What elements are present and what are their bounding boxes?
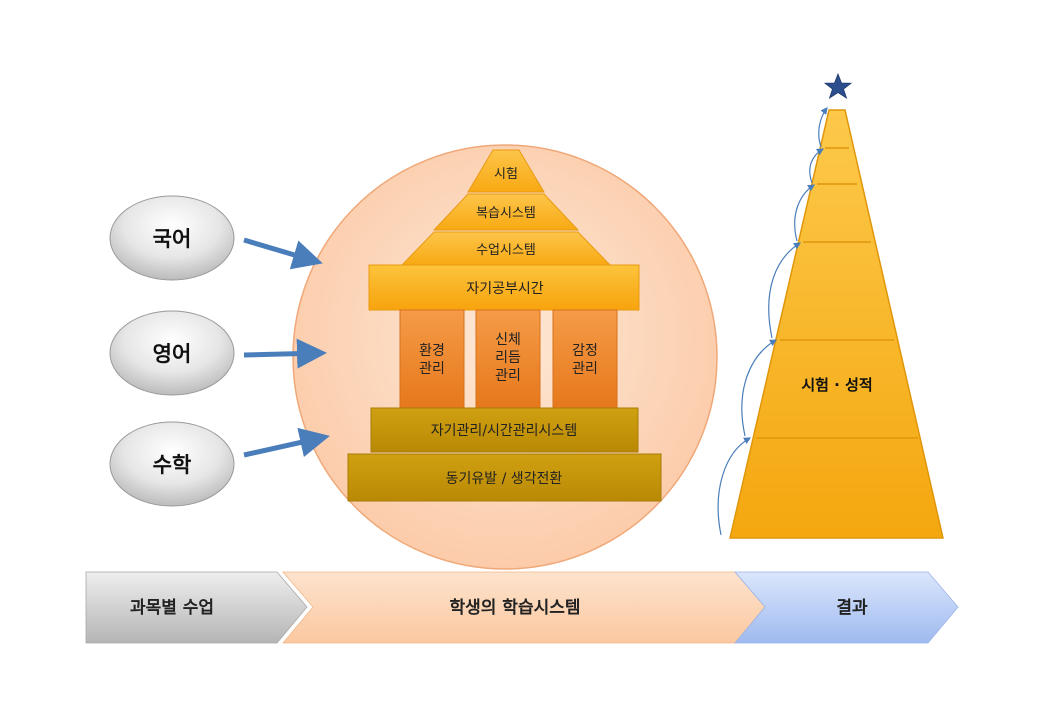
- pillar-label: 관리: [572, 361, 598, 377]
- star-icon: [823, 72, 853, 99]
- roof-label: 복습시스템: [476, 206, 536, 221]
- pillar-body-rhythm: [475, 309, 541, 409]
- flow-label: 학생의 학습시스템: [449, 598, 580, 618]
- result-label: 시험 · 성적: [801, 376, 872, 394]
- flow-step-result: [734, 571, 959, 644]
- subject-korean: 국어: [109, 195, 235, 281]
- flow-label: 과목별 수업: [130, 598, 214, 618]
- roof-tier-review: [432, 193, 580, 231]
- subject-arrow: [243, 237, 323, 270]
- base-label: 동기유발 / 생각전환: [446, 471, 563, 487]
- growth-arrow: [741, 339, 778, 437]
- growth-arrow: [794, 184, 816, 242]
- subject-arrow: [243, 427, 330, 458]
- subject-oval: [109, 421, 235, 507]
- pillar-label: 관리: [495, 368, 521, 384]
- subject-math: 수학: [109, 421, 235, 507]
- roof-label: 수업시스템: [476, 243, 536, 258]
- result-pyramid: [729, 109, 944, 539]
- pillar-label: 신체: [495, 332, 521, 348]
- growth-arrow: [809, 148, 825, 184]
- beam-label: 자기공부시간: [466, 281, 543, 297]
- growth-arrows: [717, 107, 828, 536]
- flow-label: 결과: [836, 598, 868, 618]
- pillar-label: 관리: [419, 361, 445, 377]
- subject-arrow: [243, 338, 327, 369]
- base-motivation: [347, 453, 662, 502]
- roof-label: 시험: [494, 167, 518, 182]
- subject-label: 영어: [153, 342, 192, 366]
- base-self-management: [370, 407, 639, 453]
- pillar-label: 환경: [419, 343, 445, 359]
- base-label: 자기관리/시간관리시스템: [431, 423, 577, 439]
- growth-arrow: [717, 437, 752, 536]
- subject-oval: [109, 195, 235, 281]
- subject-label: 수학: [153, 453, 192, 477]
- growth-arrow: [818, 107, 828, 148]
- subject-label: 국어: [153, 227, 192, 251]
- pillar-emotion: [552, 309, 618, 409]
- beam-self-study: [368, 264, 640, 311]
- pillar-label: 리듬: [495, 350, 521, 366]
- subject-english: 영어: [109, 310, 235, 396]
- pillar-environment: [399, 309, 465, 409]
- roof-tier-exam: [467, 149, 545, 193]
- growth-arrow: [768, 242, 802, 339]
- flow-step-subject-class: [85, 571, 308, 644]
- pillar-label: 감정: [572, 343, 598, 359]
- subject-oval: [109, 310, 235, 396]
